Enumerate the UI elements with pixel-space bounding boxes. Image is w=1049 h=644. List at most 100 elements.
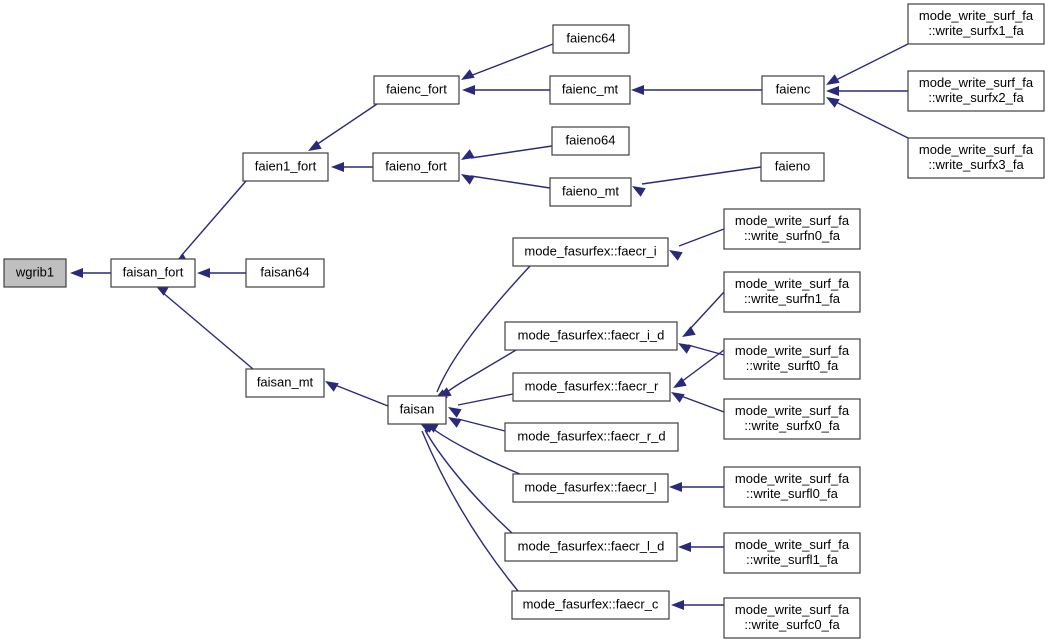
node-write_surft0[interactable]: mode_write_surf_fa::write_surft0_fa <box>723 338 861 380</box>
node-faecr_l[interactable]: mode_fasurfex::faecr_l <box>512 473 669 503</box>
arrowhead-write_surfl0-to-faecr_l <box>669 482 682 492</box>
node-box-faienc_mt[interactable] <box>549 75 631 105</box>
node-faisan_mt[interactable]: faisan_mt <box>245 368 325 398</box>
node-box-faecr_c[interactable] <box>511 590 670 620</box>
node-faisan_fort[interactable]: faisan_fort <box>110 258 196 288</box>
node-box-write_surfn0[interactable] <box>723 208 861 250</box>
node-box-faecr_i[interactable] <box>512 237 669 267</box>
edge-faienc64-to-faienc_fort <box>469 43 554 77</box>
node-box-write_surft0[interactable] <box>723 338 861 380</box>
arrowhead-faieno_mt-to-faieno_fort <box>461 174 475 185</box>
node-write_surfl1[interactable]: mode_write_surf_fa::write_surfl1_fa <box>723 532 861 574</box>
node-faienc_mt[interactable]: faienc_mt <box>549 75 631 105</box>
node-faienc64[interactable]: faienc64 <box>552 24 630 54</box>
edge-write_surft0-to-faecr_r <box>680 349 725 383</box>
node-write_surfx2[interactable]: mode_write_surf_fa::write_surfx2_fa <box>907 70 1045 112</box>
edge-faecr_r-to-faisan <box>457 393 514 406</box>
node-box-faieno64[interactable] <box>551 126 630 156</box>
arrowhead-write_surfx3-to-faienc <box>826 97 840 108</box>
edge-layer <box>70 43 909 610</box>
arrowhead-faecr_r_d-to-faisan <box>448 417 462 428</box>
node-box-faecr_l[interactable] <box>512 473 669 503</box>
node-box-write_surfl1[interactable] <box>723 532 861 574</box>
arrowhead-write_surft0-to-faecr_i_d <box>678 343 692 354</box>
edge-faecr_l-to-faisan <box>431 427 521 475</box>
node-box-faecr_i_d[interactable] <box>504 321 678 351</box>
arrowhead-write_surfn0-to-faecr_i <box>669 250 683 261</box>
node-box-write_surfx2[interactable] <box>907 70 1045 112</box>
edge-write_surft0-to-faecr_i_d <box>687 344 725 356</box>
arrowhead-write_surfc0-to-faecr_c <box>671 600 684 610</box>
node-write_surfl0[interactable]: mode_write_surf_fa::write_surfl0_fa <box>723 466 861 508</box>
node-faecr_i[interactable]: mode_fasurfex::faecr_i <box>512 237 669 267</box>
arrowhead-faienc-to-faienc_mt <box>631 85 644 95</box>
node-box-write_surfn1[interactable] <box>723 271 861 313</box>
node-faien1_fort[interactable]: faien1_fort <box>242 152 329 182</box>
arrowhead-faieno64-to-faieno_fort <box>461 149 475 160</box>
node-box-write_surfl0[interactable] <box>723 466 861 508</box>
node-box-write_surfx3[interactable] <box>907 137 1045 179</box>
node-faisan[interactable]: faisan <box>387 395 447 425</box>
node-box-faienc[interactable] <box>761 75 825 105</box>
node-faieno64[interactable]: faieno64 <box>551 126 630 156</box>
edge-write_surfn1-to-faecr_i_d <box>688 291 725 331</box>
node-box-faieno[interactable] <box>760 152 825 182</box>
node-box-faisan_mt[interactable] <box>245 368 325 398</box>
arrowhead-write_surfl1-to-faecr_l_d <box>678 542 691 552</box>
node-faienc_fort[interactable]: faienc_fort <box>373 75 460 105</box>
node-box-write_surfx1[interactable] <box>907 3 1045 45</box>
edge-faecr_i_d-to-faisan <box>445 349 517 394</box>
edge-faisan_mt-to-faisan_fort <box>161 291 254 370</box>
node-box-faieno_fort[interactable] <box>372 152 460 182</box>
node-write_surfc0[interactable]: mode_write_surf_fa::write_surfc0_fa <box>723 597 861 639</box>
node-box-write_surfx0[interactable] <box>723 398 861 440</box>
edge-write_surfn0-to-faecr_i <box>678 228 725 247</box>
arrowhead-faieno_fort-to-faien1_fort <box>331 162 344 172</box>
node-box-faecr_l_d[interactable] <box>504 532 678 562</box>
arrowhead-faisan_fort-to-wgrib1 <box>70 268 83 278</box>
arrowhead-write_surft0-to-faecr_r <box>673 377 687 388</box>
node-faieno_fort[interactable]: faieno_fort <box>372 152 460 182</box>
arrowhead-faienc_fort-to-faien1_fort <box>308 140 322 151</box>
edge-faisan-to-faisan_mt <box>334 384 389 407</box>
node-box-faisan_fort[interactable] <box>110 258 196 288</box>
node-write_surfx0[interactable]: mode_write_surf_fa::write_surfx0_fa <box>723 398 861 440</box>
edge-faecr_l_d-to-faisan <box>424 429 513 534</box>
node-box-faienc_fort[interactable] <box>373 75 460 105</box>
node-box-faienc64[interactable] <box>552 24 630 54</box>
node-box-write_surfc0[interactable] <box>723 597 861 639</box>
node-faecr_c[interactable]: mode_fasurfex::faecr_c <box>511 590 670 620</box>
node-faecr_r[interactable]: mode_fasurfex::faecr_r <box>512 372 671 402</box>
edge-faien1_fort-to-faisan_fort <box>180 180 247 257</box>
arrowhead-write_surfn1-to-faecr_i_d <box>682 326 696 337</box>
node-box-faien1_fort[interactable] <box>242 152 329 182</box>
node-faieno_mt[interactable]: faieno_mt <box>549 177 632 207</box>
node-box-faecr_r_d[interactable] <box>504 422 679 452</box>
node-wgrib1[interactable]: wgrib1 <box>3 258 67 288</box>
node-box-faisan[interactable] <box>387 395 447 425</box>
node-write_surfx1[interactable]: mode_write_surf_fa::write_surfx1_fa <box>907 3 1045 45</box>
node-write_surfn0[interactable]: mode_write_surf_fa::write_surfn0_fa <box>723 208 861 250</box>
node-write_surfx3[interactable]: mode_write_surf_fa::write_surfx3_fa <box>907 137 1045 179</box>
node-box-faieno_mt[interactable] <box>549 177 632 207</box>
edge-write_surfx0-to-faecr_r <box>680 395 725 413</box>
arrowhead-faecr_i_d-to-faisan <box>438 387 452 398</box>
node-faienc[interactable]: faienc <box>761 75 825 105</box>
node-faieno[interactable]: faieno <box>760 152 825 182</box>
arrowhead-faecr_c-to-faisan <box>419 422 433 433</box>
node-faecr_l_d[interactable]: mode_fasurfex::faecr_l_d <box>504 532 678 562</box>
node-faecr_r_d[interactable]: mode_fasurfex::faecr_r_d <box>504 422 679 452</box>
arrowhead-write_surfx2-to-faienc <box>826 86 839 96</box>
node-layer: wgrib1 faisan_fort faisan64 faisan_mt faien1… <box>3 3 1045 639</box>
edge-write_surfx3-to-faienc <box>835 101 909 139</box>
edge-faieno_mt-to-faieno_fort <box>470 175 551 189</box>
node-box-faecr_r[interactable] <box>512 372 671 402</box>
node-write_surfn1[interactable]: mode_write_surf_fa::write_surfn1_fa <box>723 271 861 313</box>
node-box-wgrib1[interactable] <box>3 258 67 288</box>
arrowhead-faisan64-to-faisan_fort <box>197 268 210 278</box>
node-faisan64[interactable]: faisan64 <box>245 258 325 288</box>
node-box-faisan64[interactable] <box>245 258 325 288</box>
edge-faienc_fort-to-faien1_fort <box>315 103 378 146</box>
node-faecr_i_d[interactable]: mode_fasurfex::faecr_i_d <box>504 321 678 351</box>
